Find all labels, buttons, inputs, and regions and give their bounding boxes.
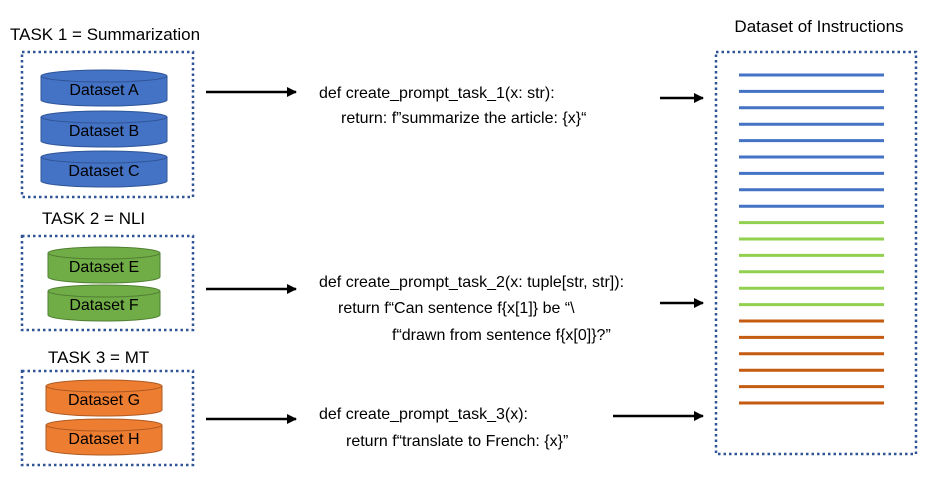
task-1-group-box [20, 50, 195, 199]
task-1-label: TASK 1 = Summarization [10, 25, 200, 44]
task-3-code-line-1: def create_prompt_task_3(x): [319, 406, 528, 423]
dataset-cylinder: Dataset B [40, 110, 168, 148]
instructions-group-box [714, 50, 918, 456]
dataset-cylinder: Dataset F [47, 284, 161, 322]
dataset-cylinder: Dataset G [45, 379, 163, 417]
dataset-cylinder: Dataset C [40, 150, 168, 188]
instruction-lines [739, 73, 884, 405]
task-3-code-line-2: return f“translate to French: {x}” [346, 433, 568, 450]
dataset-cylinder: Dataset A [40, 69, 168, 107]
dataset-label: Dataset B [69, 123, 139, 140]
dataset-label: Dataset F [69, 297, 139, 314]
instructions-title: Dataset of Instructions [734, 17, 903, 36]
task-2-code-line-2: return f“Can sentence f{x[1]} be “\ [338, 300, 575, 317]
dataset-cylinder: Dataset E [47, 246, 161, 284]
task-1-code-line-1: def create_prompt_task_1(x: str): [319, 85, 555, 102]
dataset-label: Dataset A [69, 82, 139, 99]
task-2-code-line-3: f“drawn from sentence f{x[0]}?” [392, 327, 611, 344]
dataset-cylinder: Dataset H [45, 418, 163, 456]
task-2-code-line-1: def create_prompt_task_2(x: tuple[str, s… [319, 274, 624, 291]
task-3-label: TASK 3 = MT [48, 348, 149, 367]
task-2-label: TASK 2 = NLI [42, 209, 145, 228]
dataset-label: Dataset H [68, 431, 139, 448]
dataset-label: Dataset C [68, 163, 139, 180]
dataset-label: Dataset E [69, 259, 139, 276]
dataset-label: Dataset G [68, 392, 140, 409]
task-1-code-line-2: return: f”summarize the article: {x}“ [341, 110, 586, 127]
